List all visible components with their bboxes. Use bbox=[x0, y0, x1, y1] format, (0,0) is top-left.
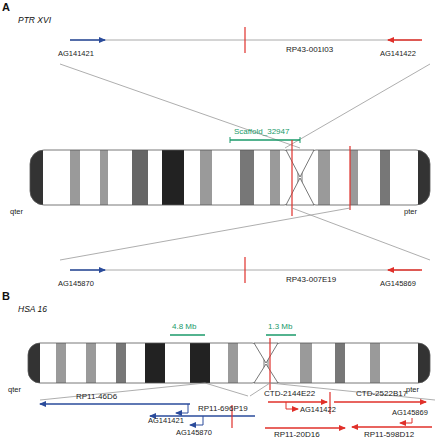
clone-name: RP43-001I03 bbox=[286, 46, 333, 54]
arm-label: pter bbox=[404, 208, 417, 216]
panel-letter: B bbox=[2, 291, 10, 302]
chromosome-hsa bbox=[20, 338, 437, 400]
clone-name: RP11-696P19 bbox=[198, 405, 248, 413]
clone-name: RP43-007E19 bbox=[286, 276, 336, 284]
marker-name: AG145869 bbox=[392, 409, 428, 417]
clone-name: RP11-46D6 bbox=[76, 393, 117, 401]
arm-label: pter bbox=[406, 386, 419, 394]
marker-name: AG145870 bbox=[58, 280, 94, 288]
clone-name: CTD-2522B17 bbox=[356, 390, 407, 398]
clone-name: RP11-598D12 bbox=[364, 431, 414, 439]
arm-label: qter bbox=[8, 386, 21, 394]
marker-name: AG141422 bbox=[380, 50, 416, 58]
clone-name: RP11-20D16 bbox=[274, 431, 320, 439]
scale-bars bbox=[170, 335, 296, 336]
marker-name: AG141421 bbox=[58, 50, 94, 58]
clone-top-a bbox=[60, 27, 430, 148]
marker-name: AG145869 bbox=[380, 280, 416, 288]
arm-label: qter bbox=[10, 208, 23, 216]
marker-name: AG141422 bbox=[300, 406, 336, 414]
clone-name: CTD-2144E22 bbox=[264, 390, 315, 398]
marker-name: AG145870 bbox=[176, 429, 212, 437]
species-chromosome: HSA 16 bbox=[18, 305, 47, 314]
scale-label: 1.3 Mb bbox=[268, 323, 292, 331]
clone-bottom-a bbox=[60, 208, 430, 283]
panel-letter: A bbox=[2, 2, 10, 13]
scaffold-bar bbox=[230, 137, 300, 143]
species-chromosome: PTR XVI bbox=[18, 16, 51, 25]
scale-label: 4.8 Mb bbox=[172, 323, 196, 331]
marker-name: AG141421 bbox=[148, 417, 184, 425]
scaffold-name: Scaffold_32947 bbox=[234, 128, 289, 136]
chromosome-ptr bbox=[25, 140, 437, 216]
